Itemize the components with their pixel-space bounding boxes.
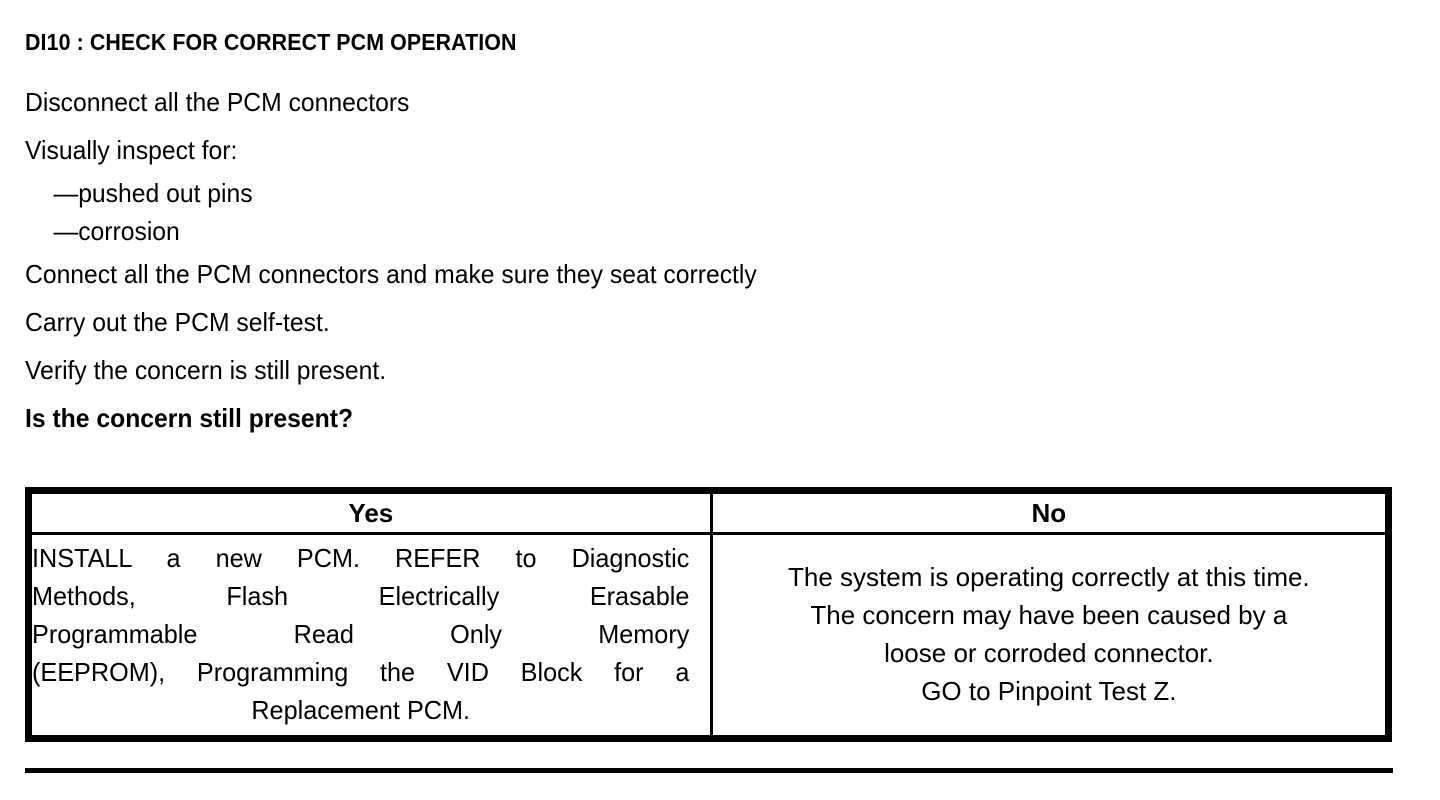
yes-cell-line-5: Replacement PCM.: [251, 695, 471, 725]
column-header-no: No: [709, 491, 1389, 535]
page-title: DI10 : CHECK FOR CORRECT PCM OPERATION: [25, 29, 517, 55]
no-cell-line-4: GO to Pinpoint Test Z.: [921, 676, 1177, 706]
table-header-row: Yes No: [29, 491, 1389, 535]
decision-table: Yes No INSTALL a new PCM. REFER to Diagn…: [25, 487, 1392, 742]
decision-question: Is the concern still present?: [25, 403, 354, 433]
yes-cell-line-4: (EEPROM), Programming the VID Block for …: [32, 657, 690, 687]
instruction-list: Disconnect all the PCM connectors Visual…: [25, 78, 1405, 442]
cell-yes-action: INSTALL a new PCM. REFER to Diagnostic M…: [29, 532, 713, 738]
instruction-subitem-2: —corrosion: [53, 216, 180, 246]
no-cell-line-1: The system is operating correctly at thi…: [788, 562, 1310, 592]
column-header-yes: Yes: [29, 491, 713, 535]
section-divider-rule: [25, 768, 1393, 773]
instruction-line-3: Connect all the PCM connectors and make …: [25, 259, 757, 289]
no-cell-line-2: The concern may have been caused by a: [810, 600, 1288, 630]
instruction-subitem-1: —pushed out pins: [53, 178, 253, 208]
yes-cell-line-3: Programmable Read Only Memory: [32, 619, 690, 649]
cell-no-action: The system is operating correctly at thi…: [709, 532, 1389, 738]
instruction-line-4: Carry out the PCM self-test.: [25, 307, 330, 337]
instruction-line-2: Visually inspect for:: [25, 135, 238, 165]
instruction-line-5: Verify the concern is still present.: [25, 355, 387, 385]
table-row: INSTALL a new PCM. REFER to Diagnostic M…: [29, 532, 1389, 738]
no-cell-line-3: loose or corroded connector.: [884, 638, 1214, 668]
yes-cell-line-1: INSTALL a new PCM. REFER to Diagnostic: [32, 543, 690, 573]
instruction-line-1: Disconnect all the PCM connectors: [25, 87, 410, 117]
yes-cell-line-2: Methods, Flash Electrically Erasable: [32, 581, 690, 611]
